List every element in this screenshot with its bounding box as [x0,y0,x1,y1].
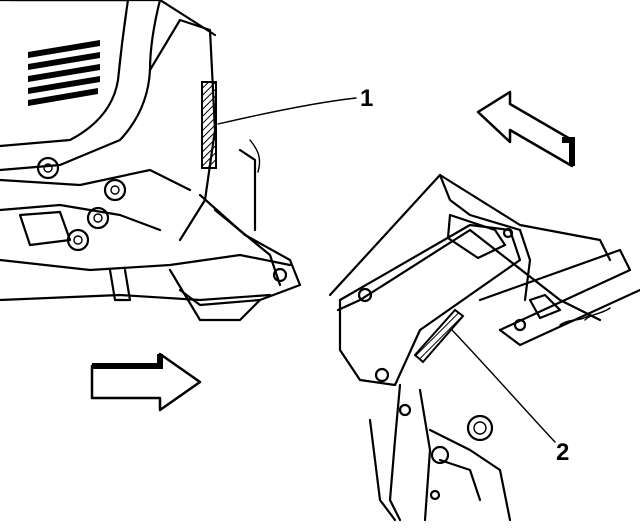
callout-1-label: 1 [360,85,373,112]
part-2-hatched-component [413,308,465,364]
bolt-heads-left [36,156,288,283]
callout-2-label: 2 [556,439,569,466]
arrow-right-icon [90,352,202,412]
part-1-hatched-component [201,81,217,169]
valve-cover-louvers [28,40,100,106]
arrow-left-icon [476,90,575,168]
bracket-view-right [328,173,640,522]
engine-view-left [0,0,357,322]
bolt-heads-right [357,227,527,501]
